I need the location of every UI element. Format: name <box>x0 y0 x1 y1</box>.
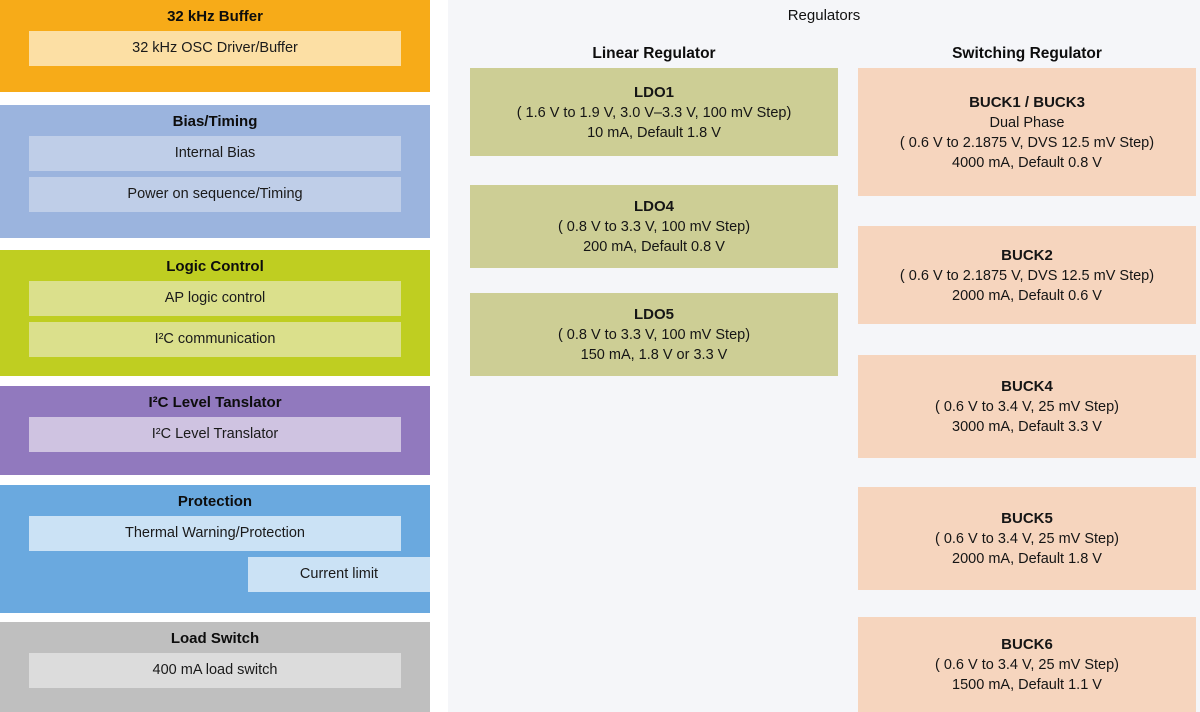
left-functional-panel: 32 kHz Buffer 32 kHz OSC Driver/Buffer B… <box>0 0 448 712</box>
column-header-switching-regulator: Switching Regulator <box>952 45 1102 62</box>
ldo4-name: LDO4 <box>633 198 674 215</box>
buck4-range: ( 0.6 V to 3.4 V, 25 mV Step) <box>934 399 1120 415</box>
ldo4-range: ( 0.8 V to 3.3 V, 100 mV Step) <box>557 219 751 235</box>
block-title-load-switch: Load Switch <box>170 630 260 647</box>
buck4-name: BUCK4 <box>1001 378 1053 395</box>
buck5-current-default: 2000 mA, Default 1.8 V <box>952 551 1102 567</box>
ldo5-current-default: 150 mA, 1.8 V or 3.3 V <box>580 347 728 363</box>
sub-block-current-limit[interactable]: Current limit <box>248 557 430 592</box>
buck6-current-default: 1500 mA, Default 1.1 V <box>952 677 1102 693</box>
buck1-buck3-name: BUCK1 / BUCK3 <box>969 93 1085 111</box>
buck5-name: BUCK5 <box>1001 510 1053 527</box>
ldo5-range: ( 0.8 V to 3.3 V, 100 mV Step) <box>557 327 751 343</box>
ldo1-range: ( 1.6 V to 1.9 V, 3.0 V–3.3 V, 100 mV St… <box>516 104 792 121</box>
block-title-32khz-buffer: 32 kHz Buffer <box>167 8 263 25</box>
buck1-buck3-phase: Dual Phase <box>989 114 1065 131</box>
regulator-block-ldo4[interactable]: LDO4 ( 0.8 V to 3.3 V, 100 mV Step) 200 … <box>470 185 838 268</box>
ldo4-current-default: 200 mA, Default 0.8 V <box>583 239 725 255</box>
sub-block-internal-bias[interactable]: Internal Bias <box>29 136 401 171</box>
buck2-current-default: 2000 mA, Default 0.6 V <box>952 287 1102 304</box>
column-header-linear-regulator: Linear Regulator <box>592 45 716 62</box>
buck6-name: BUCK6 <box>1001 636 1053 653</box>
buck2-name: BUCK2 <box>1001 246 1053 264</box>
buck1-buck3-current-default: 4000 mA, Default 0.8 V <box>952 154 1102 171</box>
buck1-buck3-range: ( 0.6 V to 2.1875 V, DVS 12.5 mV Step) <box>899 134 1155 151</box>
block-bias-timing[interactable]: Bias/Timing Internal Bias Power on seque… <box>0 105 430 238</box>
sub-block-i2c-communication[interactable]: I²C communication <box>29 322 401 357</box>
regulator-block-buck2[interactable]: BUCK2 ( 0.6 V to 2.1875 V, DVS 12.5 mV S… <box>858 226 1196 324</box>
regulator-block-buck4[interactable]: BUCK4 ( 0.6 V to 3.4 V, 25 mV Step) 3000… <box>858 355 1196 458</box>
sub-block-osc-driver-buffer[interactable]: 32 kHz OSC Driver/Buffer <box>29 31 401 66</box>
regulator-block-ldo1[interactable]: LDO1 ( 1.6 V to 1.9 V, 3.0 V–3.3 V, 100 … <box>470 68 838 156</box>
block-title-i2c-level-translator: I²C Level Tanslator <box>148 394 282 411</box>
block-load-switch[interactable]: Load Switch 400 mA load switch <box>0 622 430 712</box>
block-title-logic-control: Logic Control <box>166 258 264 275</box>
block-32khz-buffer[interactable]: 32 kHz Buffer 32 kHz OSC Driver/Buffer <box>0 0 430 92</box>
sub-block-thermal-warning-protection[interactable]: Thermal Warning/Protection <box>29 516 401 551</box>
sub-block-power-on-sequence-timing[interactable]: Power on sequence/Timing <box>29 177 401 212</box>
sub-block-i2c-level-translator[interactable]: I²C Level Translator <box>29 417 401 452</box>
ldo1-current-default: 10 mA, Default 1.8 V <box>587 124 721 141</box>
regulator-block-buck5[interactable]: BUCK5 ( 0.6 V to 3.4 V, 25 mV Step) 2000… <box>858 487 1196 590</box>
buck4-current-default: 3000 mA, Default 3.3 V <box>952 419 1102 435</box>
sub-block-400ma-load-switch[interactable]: 400 mA load switch <box>29 653 401 688</box>
sub-block-ap-logic-control[interactable]: AP logic control <box>29 281 401 316</box>
block-i2c-level-translator[interactable]: I²C Level Tanslator I²C Level Translator <box>0 386 430 475</box>
buck2-range: ( 0.6 V to 2.1875 V, DVS 12.5 mV Step) <box>899 267 1155 284</box>
block-title-bias-timing: Bias/Timing <box>172 113 258 130</box>
regulators-title: Regulators <box>787 7 861 24</box>
block-protection[interactable]: Protection Thermal Warning/Protection Cu… <box>0 485 430 613</box>
regulator-block-buck1-buck3[interactable]: BUCK1 / BUCK3 Dual Phase ( 0.6 V to 2.18… <box>858 68 1196 196</box>
block-title-protection: Protection <box>177 493 253 510</box>
block-logic-control[interactable]: Logic Control AP logic control I²C commu… <box>0 250 430 376</box>
ldo5-name: LDO5 <box>633 306 674 323</box>
regulator-block-ldo5[interactable]: LDO5 ( 0.8 V to 3.3 V, 100 mV Step) 150 … <box>470 293 838 376</box>
buck6-range: ( 0.6 V to 3.4 V, 25 mV Step) <box>934 657 1120 673</box>
ldo1-name: LDO1 <box>633 83 674 101</box>
buck5-range: ( 0.6 V to 3.4 V, 25 mV Step) <box>934 531 1120 547</box>
regulator-block-buck6[interactable]: BUCK6 ( 0.6 V to 3.4 V, 25 mV Step) 1500… <box>858 617 1196 712</box>
